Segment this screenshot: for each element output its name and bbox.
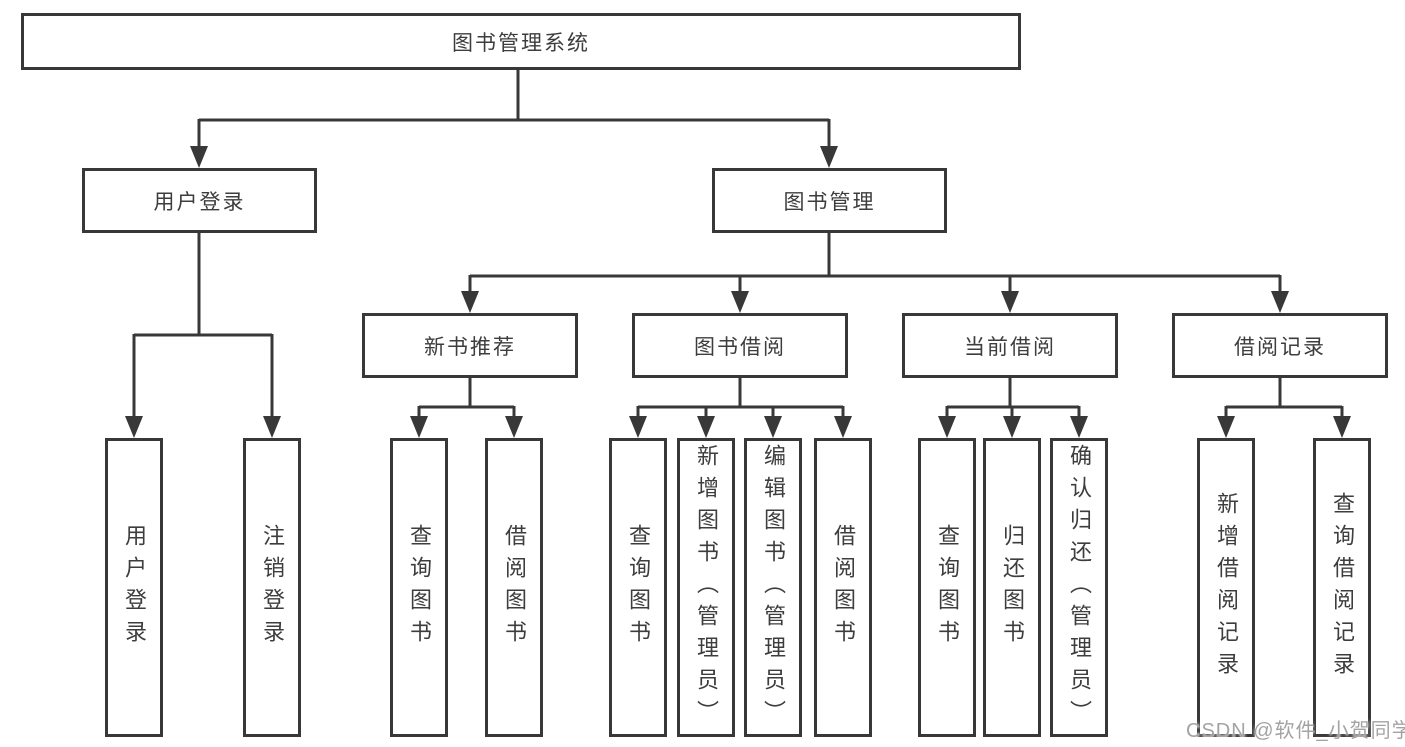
leaf-query-books-3-label: 查询图书	[935, 523, 960, 652]
leaf-add-borrow-record: 新增借阅记录	[1197, 438, 1255, 737]
leaf-query-books-2-label: 查询图书	[626, 523, 651, 652]
leaf-query-books-1-label: 查询图书	[407, 523, 432, 652]
node-book-management-label: 图书管理	[783, 190, 876, 214]
leaf-return-books-label: 归还图书	[1000, 523, 1025, 652]
leaf-borrow-books-1: 借阅图书	[485, 438, 543, 737]
node-root: 图书管理系统	[21, 13, 1021, 70]
leaf-add-books-admin: 新增图书（管理员）	[677, 438, 735, 737]
node-book-borrow-label: 图书借阅	[694, 335, 786, 359]
node-borrow-records-label: 借阅记录	[1234, 335, 1326, 359]
leaf-return-books: 归还图书	[983, 438, 1041, 737]
leaf-borrow-books-1-label: 借阅图书	[502, 523, 527, 652]
leaf-user-login-label: 用户登录	[122, 523, 147, 652]
leaf-add-books-admin-label: 新增图书（管理员）	[694, 443, 719, 732]
node-current-borrow: 当前借阅	[902, 313, 1118, 378]
leaf-borrow-books-2-label: 借阅图书	[831, 523, 856, 652]
leaf-query-books-2: 查询图书	[609, 438, 667, 737]
node-book-management: 图书管理	[712, 168, 947, 233]
leaf-edit-books-admin-label: 编辑图书（管理员）	[761, 443, 786, 732]
leaf-logout-login: 注销登录	[243, 438, 301, 737]
node-new-book-recommend: 新书推荐	[362, 313, 578, 378]
leaf-query-books-3: 查询图书	[918, 438, 976, 737]
leaf-logout-login-label: 注销登录	[260, 523, 285, 652]
node-borrow-records: 借阅记录	[1172, 313, 1388, 378]
leaf-user-login: 用户登录	[105, 438, 163, 737]
leaf-query-borrow-record: 查询借阅记录	[1313, 438, 1371, 737]
leaf-query-borrow-record-label: 查询借阅记录	[1330, 491, 1355, 684]
node-new-book-recommend-label: 新书推荐	[424, 335, 516, 359]
node-user-login-label: 用户登录	[153, 190, 246, 214]
node-root-label: 图书管理系统	[452, 31, 590, 55]
leaf-add-borrow-record-label: 新增借阅记录	[1214, 491, 1239, 684]
leaf-confirm-return-admin: 确认归还（管理员）	[1050, 438, 1108, 737]
leaf-edit-books-admin: 编辑图书（管理员）	[744, 438, 802, 737]
leaf-query-books-1: 查询图书	[390, 438, 448, 737]
node-book-borrow: 图书借阅	[632, 313, 848, 378]
leaf-confirm-return-admin-label: 确认归还（管理员）	[1067, 443, 1092, 732]
node-current-borrow-label: 当前借阅	[964, 335, 1056, 359]
leaf-borrow-books-2: 借阅图书	[814, 438, 872, 737]
csdn-watermark: CSDN @软件_小贺同学	[1186, 720, 1405, 742]
node-user-login: 用户登录	[82, 168, 317, 233]
